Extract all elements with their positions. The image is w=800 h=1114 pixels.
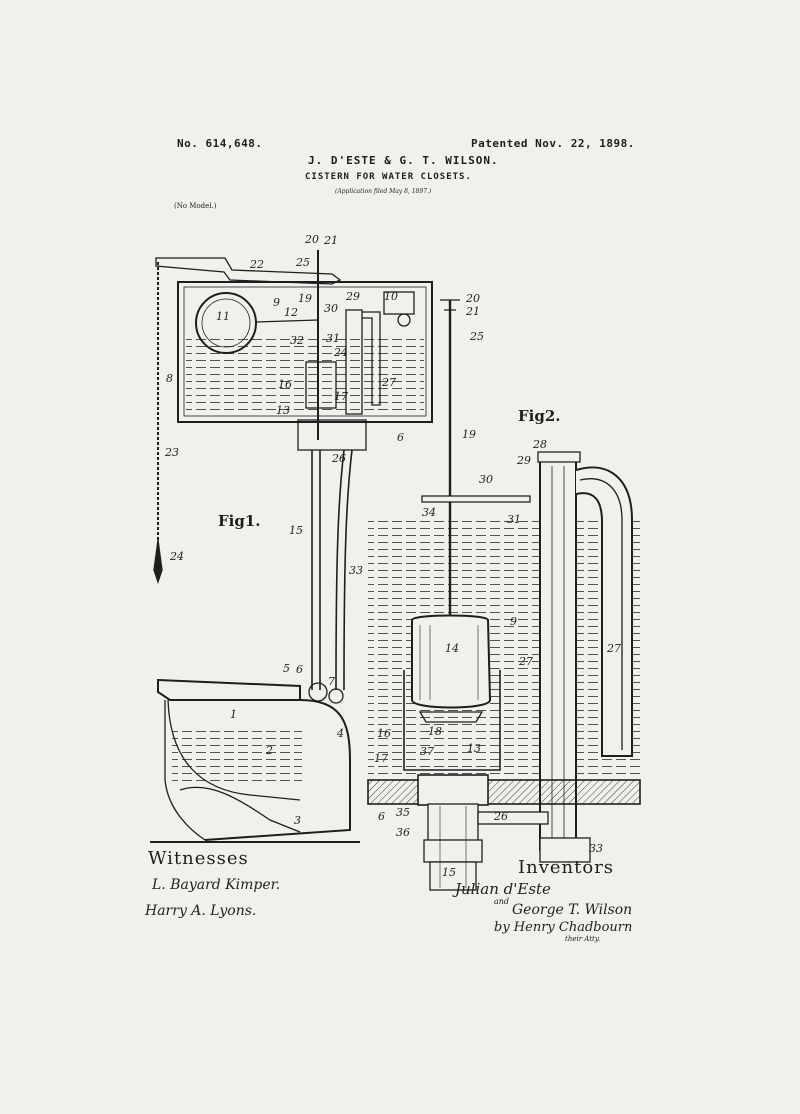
fig1-ref: 24 — [170, 550, 184, 563]
fig1-ref: 24 — [334, 346, 348, 359]
fig1-ref: 22 — [250, 258, 264, 271]
fig1-ref: 6 — [397, 431, 404, 444]
fig2-ref: 6 — [378, 810, 385, 823]
fig2-ref: 21 — [466, 305, 480, 318]
fig1-ref: 8 — [166, 372, 173, 385]
fig1-ref: 32 — [290, 334, 304, 347]
witness-signature: L. Bayard Kimper. — [152, 877, 281, 893]
fig2-ref: 14 — [445, 642, 459, 655]
fig1-ref: 30 — [324, 302, 338, 315]
fig2-ref: 27 — [607, 642, 621, 655]
inventor-signature: George T. Wilson — [512, 902, 633, 918]
fig2-ref: 29 — [517, 454, 531, 467]
attorney-signature-note: their Atty. — [565, 935, 601, 943]
fig1-ref: 26 — [332, 452, 346, 465]
fig2-ref: 9 — [510, 615, 517, 628]
fig1-ref: 10 — [384, 290, 398, 303]
fig1-ref: 19 — [298, 292, 312, 305]
fig1-ref: 13 — [276, 404, 290, 417]
fig1-ref: 27 — [382, 376, 396, 389]
fig2-label: Fig2. — [518, 407, 561, 425]
fig1-ref: 31 — [326, 332, 340, 345]
fig1-ref: 11 — [216, 310, 230, 323]
fig1-ref: 12 — [284, 306, 298, 319]
fig1-ref: 17 — [334, 390, 348, 403]
fig2-ref: 16 — [377, 727, 391, 740]
inventor-signature: Julian d'Este — [455, 880, 551, 898]
fig1-ref: 20 — [305, 233, 319, 246]
fig2-ref: 35 — [396, 806, 410, 819]
inventors-title: J. D'ESTE & G. T. WILSON. — [308, 154, 499, 167]
fig1-ref: 5 — [283, 662, 290, 675]
inventors-label: Inventors — [518, 857, 615, 878]
fig2-drawing — [367, 299, 641, 891]
fig1-ref: 1 — [230, 708, 237, 721]
fig2-ref: 26 — [494, 810, 508, 823]
fig1-ref: 7 — [328, 675, 335, 688]
patent-number: No. 614,648. — [177, 137, 263, 150]
fig1-ref: 6 — [296, 663, 303, 676]
witness-signature: Harry A. Lyons. — [145, 903, 257, 919]
fig2-ref: 18 — [428, 725, 442, 738]
fig1-label: Fig1. — [218, 512, 261, 530]
fig1-ref: 16 — [278, 378, 292, 391]
fig1-ref: 21 — [324, 234, 338, 247]
fig1-ref: 29 — [346, 290, 360, 303]
fig2-ref: 34 — [422, 506, 436, 519]
fig2-ref: 25 — [470, 330, 484, 343]
fig2-ref: 28 — [533, 438, 547, 451]
fig2-ref: 13 — [467, 742, 481, 755]
application-note: (Application filed May 8, 1897.) — [335, 188, 432, 195]
fig1-ref: 33 — [349, 564, 363, 577]
attorney-signature: by Henry Chadbourn — [494, 920, 633, 935]
fig1-ref: 4 — [337, 727, 344, 740]
fig2-ref: 27 — [519, 655, 533, 668]
fig2-ref: 36 — [396, 826, 410, 839]
fig2-ref: 33 — [589, 842, 603, 855]
fig1-ref: 25 — [296, 256, 310, 269]
witnesses-label: Witnesses — [148, 848, 249, 869]
invention-title: CISTERN FOR WATER CLOSETS. — [305, 172, 472, 182]
fig2-ref: 37 — [420, 745, 434, 758]
fig2-ref: 17 — [374, 752, 388, 765]
fig1-ref: 15 — [289, 524, 303, 537]
fig2-ref: 20 — [466, 292, 480, 305]
fig1-ref: 23 — [165, 446, 179, 459]
fig2-ref: 15 — [442, 866, 456, 879]
patent-date: Patented Nov. 22, 1898. — [471, 137, 635, 150]
fig1-ref: 3 — [294, 814, 301, 827]
fig2-ref: 31 — [507, 513, 521, 526]
inventor-signature-and: and — [494, 897, 510, 906]
fig1-drawing — [150, 250, 433, 843]
fig2-ref: 19 — [462, 428, 476, 441]
fig1-ref: 9 — [273, 296, 280, 309]
fig1-ref: 2 — [266, 744, 273, 757]
model-note: (No Model.) — [174, 202, 217, 210]
fig2-ref: 30 — [479, 473, 493, 486]
